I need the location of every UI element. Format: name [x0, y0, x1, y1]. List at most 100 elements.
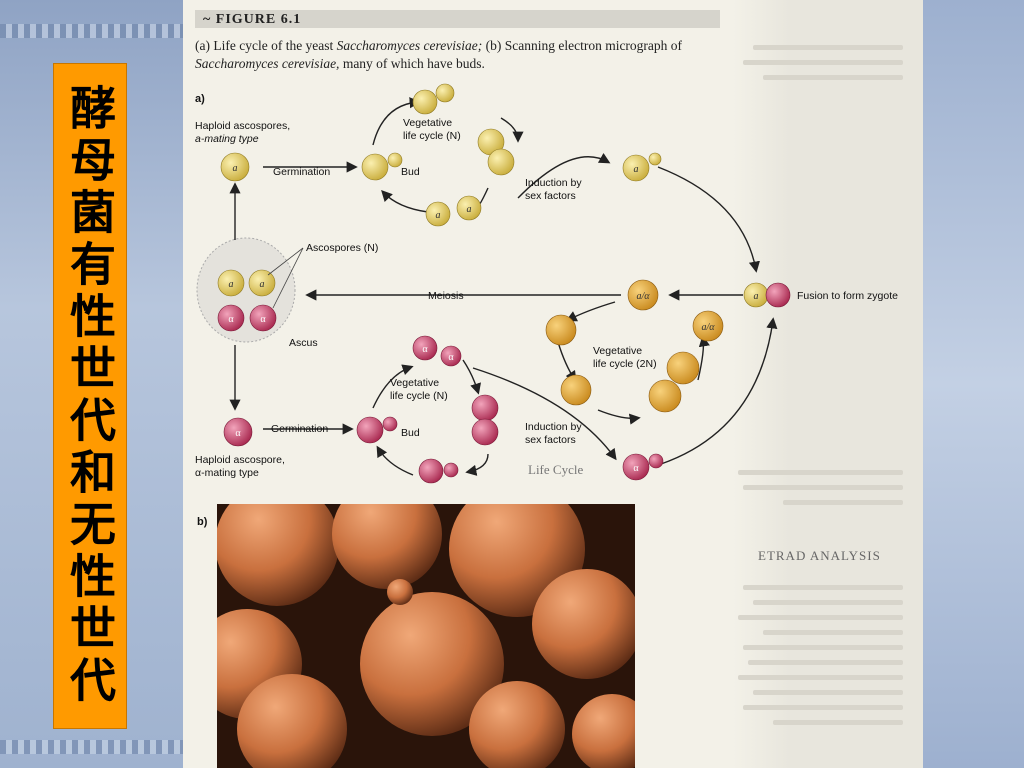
label-induction-2b: sex factors [525, 434, 576, 446]
yeast-cell-alpha [412, 335, 438, 361]
yeast-cell-alpha [440, 345, 462, 367]
label-ascospores: Ascospores (N) [306, 242, 378, 254]
yeast-cell [471, 418, 499, 446]
yeast-cell [471, 394, 499, 422]
cell-label-a: a [467, 204, 472, 215]
background-panel-right [914, 0, 1024, 768]
yeast-bud [443, 462, 459, 478]
label-vegetative-n-1: Vegetative [403, 117, 452, 129]
diploid-cell [648, 379, 682, 413]
cell-letters: a a a a a a a a/α a/α [229, 163, 759, 333]
label-haploid-alpha-type: α-mating type [195, 467, 259, 479]
yeast-cell [361, 153, 389, 181]
page-heading-life-cycle: Life Cycle [528, 462, 584, 477]
caption-text: (a) Life cycle of the yeast [195, 38, 337, 53]
ascospore-a [248, 269, 276, 297]
diploid-cells [545, 279, 724, 413]
yeast-cell-a [425, 201, 451, 227]
cell-label-a: a [436, 210, 441, 221]
yeast-bud [387, 152, 403, 168]
faded-text-line [753, 690, 903, 695]
yeast-cell [412, 89, 438, 115]
yeast-bud [648, 152, 662, 166]
diagram-labels: Haploid ascospores, a-mating type Germin… [195, 117, 898, 479]
faded-text-line [743, 60, 903, 65]
electron-micrograph [217, 504, 635, 768]
faded-text-line [773, 720, 903, 725]
diploid-cell [560, 374, 592, 406]
yeast-cell-a [220, 152, 250, 182]
faded-text-line [763, 630, 903, 635]
caption-text: many of which have buds. [339, 56, 485, 71]
part-b-label: b) [197, 516, 208, 528]
cell-label-alpha: α [633, 463, 639, 474]
cell-label-diploid: a/α [636, 291, 650, 302]
alpha-mating-cells [217, 282, 791, 484]
label-haploid-a: Haploid ascospores, [195, 120, 290, 132]
cell-label-alpha: α [260, 314, 266, 325]
label-induction-1: Induction by [525, 177, 582, 189]
yeast-cell-a [456, 195, 482, 221]
yeast-bud [648, 453, 664, 469]
cell-label-a: a [260, 279, 265, 290]
label-germination-1: Germination [273, 166, 330, 178]
a-mating-cells [217, 83, 769, 308]
cell-label-a: a [229, 279, 234, 290]
label-ascus: Ascus [289, 337, 318, 349]
cell-label-a: a [754, 291, 759, 302]
label-vegetative-2nb: life cycle (2N) [593, 358, 657, 370]
label-vegetative-n-2: Vegetative [390, 377, 439, 389]
faded-text-line [743, 645, 903, 650]
cell-letters-alpha: α α α α α α [228, 314, 639, 474]
fusing-cell-alpha [765, 282, 791, 308]
cell-label-alpha: α [228, 314, 234, 325]
yeast-bud [435, 83, 455, 103]
label-vegetative-n-2b: life cycle (N) [390, 390, 448, 402]
ascus-shape [196, 237, 296, 343]
faded-text-line [738, 470, 903, 475]
diploid-cell [545, 314, 577, 346]
faded-text-line [753, 45, 903, 50]
label-induction-1b: sex factors [525, 190, 576, 202]
faded-text-line [748, 660, 903, 665]
faded-text-line [743, 705, 903, 710]
faded-text-line [743, 585, 903, 590]
label-bud-2: Bud [401, 427, 420, 439]
caption-species: Saccharomyces cerevisiae; [336, 38, 483, 53]
cell-label-diploid: a/α [701, 322, 715, 333]
faded-text-line [753, 600, 903, 605]
figure-caption: (a) Life cycle of the yeast Saccharomyce… [195, 37, 735, 73]
cell-label-alpha: α [235, 428, 241, 439]
part-a-label: a) [195, 93, 205, 105]
yeast-cell-alpha [622, 453, 650, 481]
cell-label-a: a [233, 163, 238, 174]
label-haploid-a-type: a-mating type [195, 133, 259, 145]
label-meiosis: Meiosis [428, 290, 464, 302]
label-germination-2: Germination [271, 423, 328, 435]
label-haploid-alpha: Haploid ascospore, [195, 454, 285, 466]
diploid-cell [692, 310, 724, 342]
page-heading-tetrad: ETRAD ANALYSIS [758, 548, 881, 563]
diagram-arrows [229, 97, 778, 476]
figure-label: ~ FIGURE 6.1 [203, 12, 302, 27]
label-induction-2: Induction by [525, 421, 582, 433]
label-fusion: Fusion to form zygote [797, 290, 898, 302]
ascospore-alpha [249, 304, 277, 332]
cell-label-alpha: α [422, 344, 428, 355]
slide-title-box: 酵母菌有性世代和无性世代 [53, 63, 127, 729]
label-vegetative-n-1b: life cycle (N) [403, 130, 461, 142]
label-vegetative-2n: Vegetative [593, 345, 642, 357]
yeast-cell-a [622, 154, 650, 182]
diploid-cell [666, 351, 700, 385]
yeast-cell [487, 148, 515, 176]
faded-text-line [763, 75, 903, 80]
caption-text: (b) Scanning electron micrograph of [482, 38, 683, 53]
micrograph-image [217, 504, 635, 768]
ascospore-pointers [267, 247, 304, 309]
faded-text-line [738, 615, 903, 620]
label-bud-1: Bud [401, 166, 420, 178]
figure-label-bar [195, 10, 720, 28]
faded-text-line [783, 500, 903, 505]
yeast-life-cycle-diagram: a a a a a a a a/α a/α α α α α α α Haploi… [195, 83, 898, 484]
ascospore-alpha [217, 304, 245, 332]
